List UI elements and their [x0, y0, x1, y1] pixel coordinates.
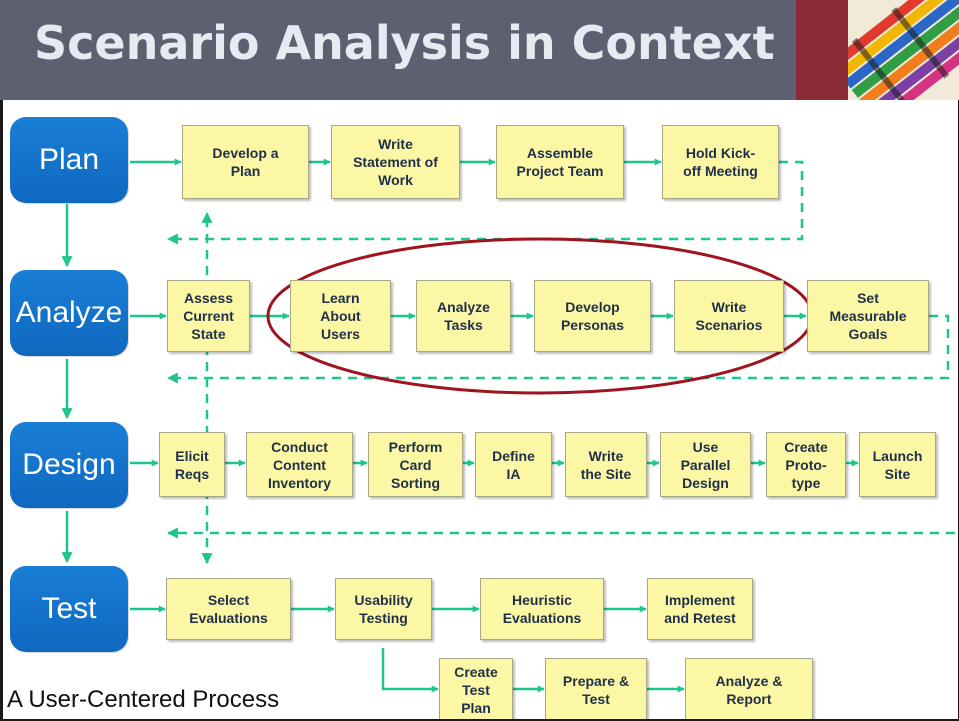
phase-design: Design [10, 422, 128, 508]
step-develop-plan: Develop a Plan [182, 125, 309, 199]
step-select-evaluations: Select Evaluations [166, 578, 291, 640]
step-develop-personas: Develop Personas [534, 280, 651, 352]
step-heuristic-evaluations: Heuristic Evaluations [480, 578, 604, 640]
step-perform-card-sorting: Perform Card Sorting [368, 432, 463, 497]
step-set-measurable-goals: Set Measurable Goals [807, 280, 929, 352]
step-write-the-site: Write the Site [565, 432, 647, 497]
phase-plan: Plan [10, 117, 128, 203]
step-use-parallel-design: Use Parallel Design [660, 432, 751, 497]
title-bar: Scenario Analysis in Context [0, 0, 959, 100]
footer-caption: A User-Centered Process [7, 686, 280, 713]
phase-analyze: Analyze [10, 270, 128, 356]
step-learn-about-users: Learn About Users [290, 280, 391, 352]
step-implement-and-retest: Implement and Retest [647, 578, 753, 640]
step-launch-site: Launch Site [859, 432, 936, 497]
crayons-image [848, 0, 959, 100]
step-conduct-content-inventory: Conduct Content Inventory [246, 432, 353, 497]
step-assess-current-state: Assess Current State [167, 280, 250, 352]
step-assemble-project-team: Assemble Project Team [496, 125, 624, 199]
slide-title: Scenario Analysis in Context [34, 16, 775, 70]
step-define-ia: Define IA [475, 432, 552, 497]
phase-test: Test [10, 566, 128, 652]
step-write-scenarios: Write Scenarios [674, 280, 784, 352]
step-create-prototype: Create Proto- type [766, 432, 846, 497]
step-write-statement-of-work: Write Statement of Work [331, 125, 460, 199]
step-analyze-tasks: Analyze Tasks [416, 280, 511, 352]
step-usability-testing: Usability Testing [335, 578, 432, 640]
step-prepare-and-test: Prepare & Test [545, 658, 647, 721]
step-create-test-plan: Create Test Plan [439, 658, 513, 721]
step-analyze-and-report: Analyze & Report [685, 658, 813, 721]
accent-panel [796, 0, 848, 100]
step-elicit-reqs: Elicit Reqs [159, 432, 225, 497]
step-hold-kickoff-meeting: Hold Kick- off Meeting [662, 125, 779, 199]
